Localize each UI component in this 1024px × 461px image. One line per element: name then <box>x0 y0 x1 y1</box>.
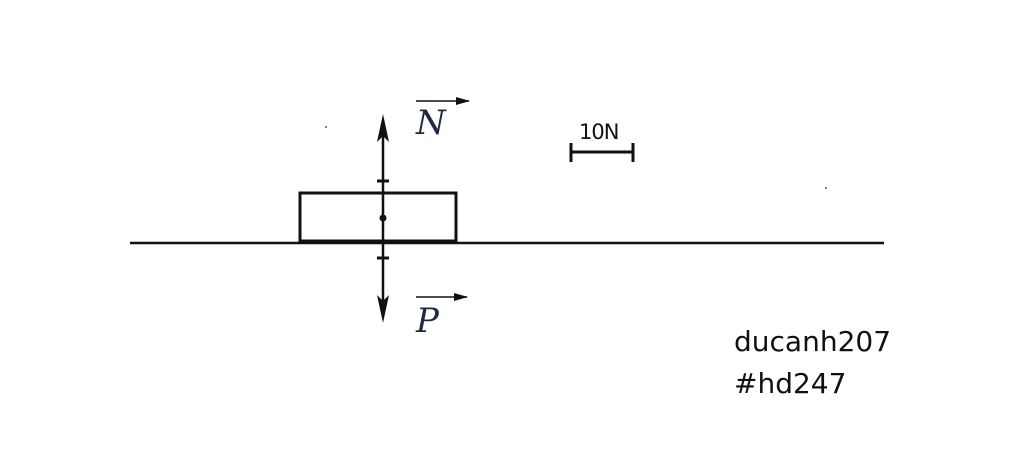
weight-label: P <box>415 301 440 341</box>
speck <box>325 126 327 128</box>
credit-tag: #hd247 <box>734 367 847 400</box>
normal-force-arrowhead <box>377 114 389 142</box>
block <box>298 191 458 243</box>
normal-force-label: N <box>415 103 447 143</box>
center-point <box>379 214 387 222</box>
scale-label: 10N <box>579 120 618 144</box>
speck <box>825 187 827 189</box>
weight-arrowhead <box>377 295 389 323</box>
credit-author: ducanh207 <box>734 325 892 358</box>
